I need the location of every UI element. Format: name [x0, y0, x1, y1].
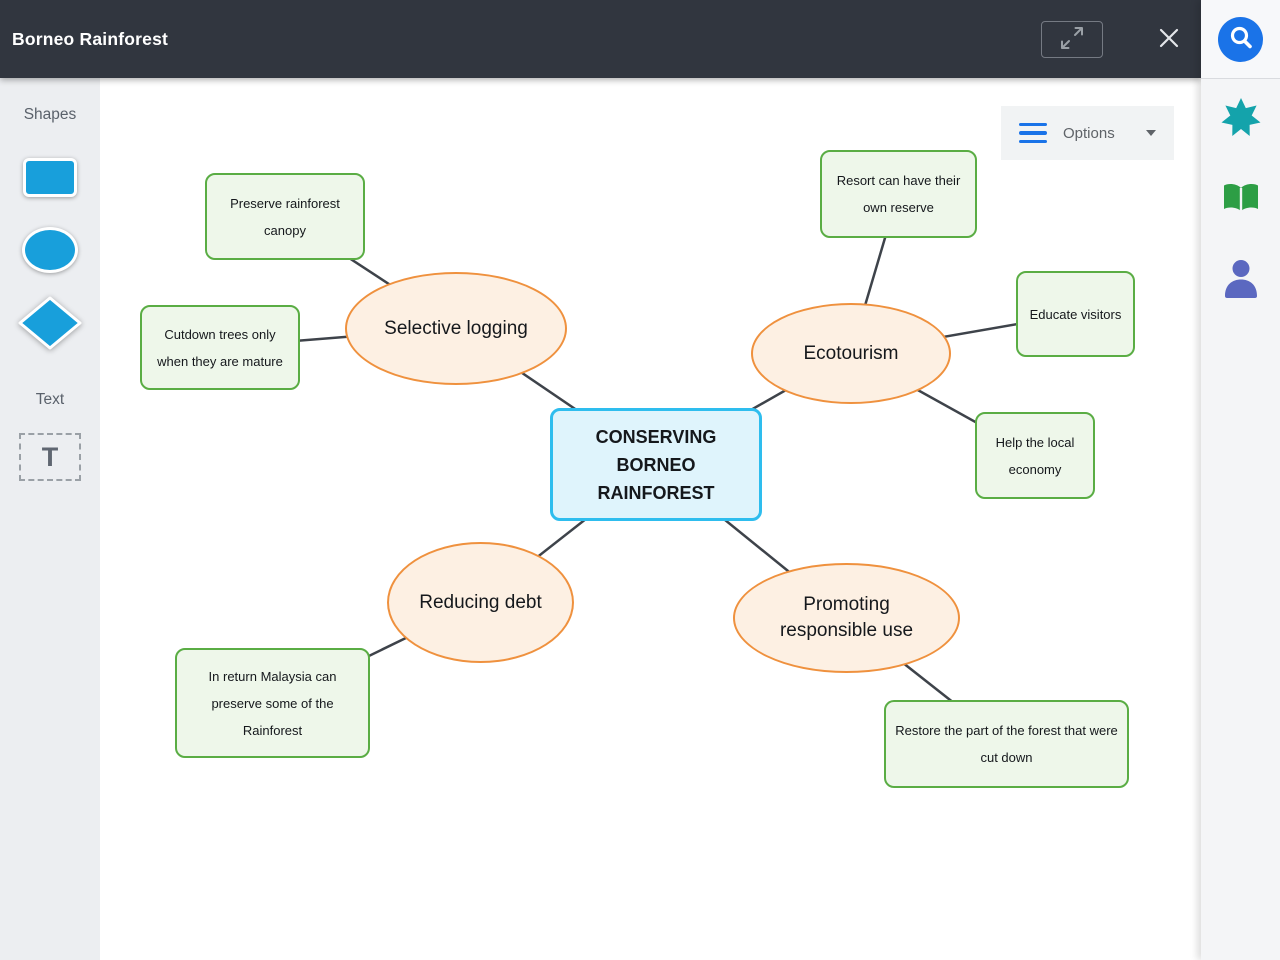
chevron-down-icon — [1146, 130, 1156, 136]
activities-button[interactable] — [1218, 96, 1264, 142]
node-cutdown-mature[interactable]: Cutdown trees only when they are mature — [140, 305, 300, 390]
diamond-icon — [18, 296, 82, 350]
open-book-icon — [1221, 180, 1261, 219]
options-button[interactable]: Options — [1001, 106, 1174, 160]
node-malaysia-preserve[interactable]: In return Malaysia can preserve some of … — [175, 648, 370, 758]
ellipse-shape-tool[interactable] — [22, 227, 78, 273]
node-reducing-debt[interactable]: Reducing debt — [387, 542, 574, 663]
app-rail — [1201, 0, 1280, 960]
titlebar: Borneo Rainforest — [0, 0, 1201, 78]
rectangle-shape-tool[interactable] — [23, 158, 77, 197]
diamond-shape-tool[interactable] — [17, 295, 83, 351]
search-button[interactable] — [1218, 16, 1263, 62]
profile-button[interactable] — [1218, 256, 1264, 302]
expand-arrows-icon — [1059, 25, 1085, 54]
document-title: Borneo Rainforest — [12, 28, 169, 49]
node-selective-logging[interactable]: Selective logging — [345, 272, 567, 385]
text-tool[interactable]: T — [19, 433, 81, 481]
shapes-label: Shapes — [23, 106, 77, 123]
close-icon — [1158, 27, 1180, 52]
node-help-economy[interactable]: Help the local economy — [975, 412, 1095, 499]
star-burst-icon — [1220, 97, 1262, 142]
node-resort-reserve[interactable]: Resort can have their own reserve — [820, 150, 977, 238]
hamburger-icon — [1019, 122, 1047, 144]
library-button[interactable] — [1218, 176, 1264, 222]
diagram-canvas[interactable]: CONSERVING BORNEO RAINFOREST Selective l… — [100, 78, 1201, 960]
options-label: Options — [1063, 124, 1115, 142]
close-button[interactable] — [1155, 25, 1183, 53]
node-restore-forest[interactable]: Restore the part of the forest that were… — [884, 700, 1129, 788]
node-ecotourism[interactable]: Ecotourism — [751, 303, 951, 404]
text-label: Text — [35, 391, 65, 408]
search-icon — [1226, 23, 1256, 56]
node-preserve-canopy[interactable]: Preserve rainforest canopy — [205, 173, 365, 260]
node-promoting-responsible-use[interactable]: Promoting responsible use — [733, 563, 960, 673]
person-icon — [1222, 258, 1260, 301]
rail-top-section — [1201, 0, 1280, 79]
rail-items — [1201, 79, 1280, 302]
shapes-panel: Shapes Text T — [0, 78, 100, 960]
fullscreen-button[interactable] — [1041, 20, 1103, 58]
node-educate-visitors[interactable]: Educate visitors — [1016, 271, 1135, 357]
node-central-topic[interactable]: CONSERVING BORNEO RAINFOREST — [550, 408, 762, 521]
